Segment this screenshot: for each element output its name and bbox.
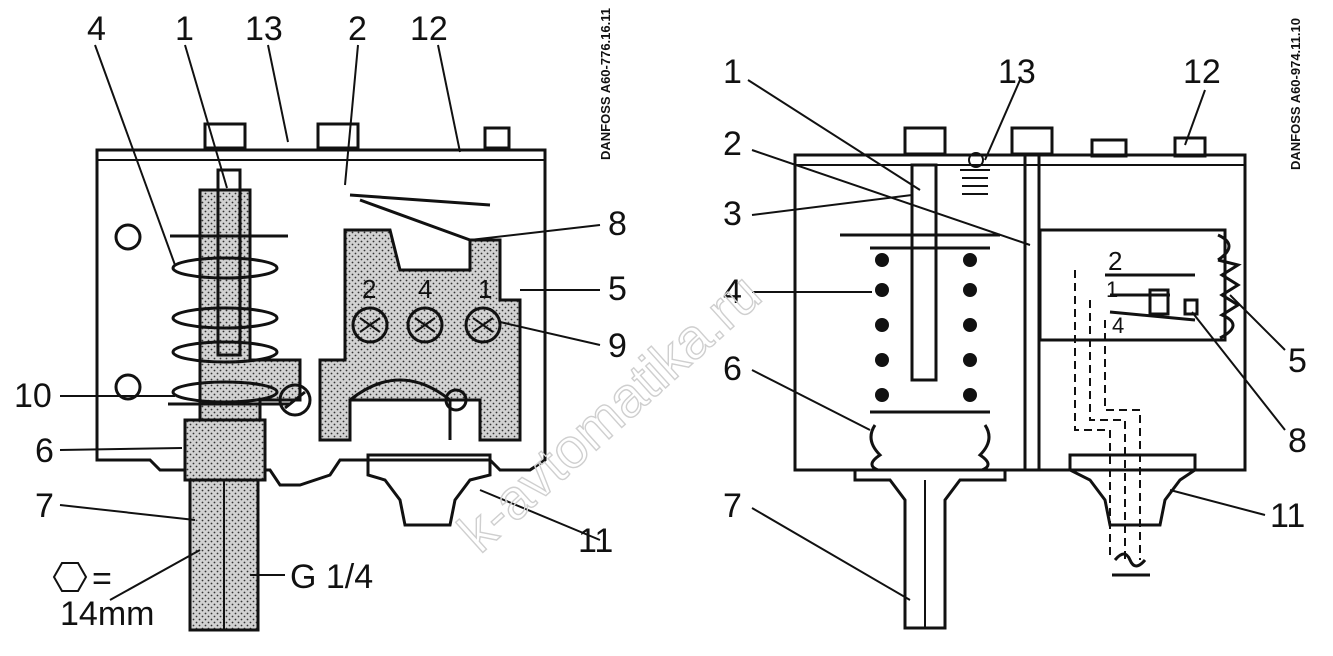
hex-nut-icon xyxy=(52,562,88,592)
right-pressure-connection xyxy=(853,468,1007,630)
right-label-4: 4 xyxy=(723,273,742,311)
left-label-7: 7 xyxy=(35,487,54,525)
left-terminal-label-1: 1 xyxy=(478,274,492,304)
right-bellows xyxy=(869,424,991,472)
right-label-11: 11 xyxy=(1270,497,1305,535)
right-internal-wiring xyxy=(1074,270,1141,560)
left-label-13: 13 xyxy=(245,10,283,48)
right-contact-label-2: 2 xyxy=(1108,246,1122,276)
left-terminal-block xyxy=(318,228,522,442)
right-label-5: 5 xyxy=(1288,342,1307,380)
right-spring-coils xyxy=(875,253,977,402)
right-cable-entry xyxy=(1068,453,1197,527)
left-bellows xyxy=(183,418,267,482)
right-spindle xyxy=(910,163,938,382)
left-terminal-label-4: 4 xyxy=(418,274,432,304)
right-label-12: 12 xyxy=(1183,53,1221,91)
left-label-6: 6 xyxy=(35,432,54,470)
left-cable-entry xyxy=(366,453,492,527)
right-label-8: 8 xyxy=(1288,422,1307,460)
right-label-2: 2 xyxy=(723,125,742,163)
right-main-rod xyxy=(1023,153,1041,472)
left-thread: G 1/4 xyxy=(290,558,373,596)
left-terminal-label-2: 2 xyxy=(362,274,376,304)
right-label-7: 7 xyxy=(723,487,742,525)
left-label-12: 12 xyxy=(410,10,448,48)
left-mount-hole-top xyxy=(114,223,142,251)
left-adjust-screw xyxy=(278,383,312,417)
left-label-8: 8 xyxy=(608,205,627,243)
right-label-3: 3 xyxy=(723,195,742,233)
right-contact-label-1: 1 xyxy=(1106,277,1118,302)
left-main-spring xyxy=(168,234,290,406)
left-pressure-switch: 4 1 13 2 12 8 5 9 10 6 7 11 2 4 1 = 14mm… xyxy=(14,8,627,633)
left-mount-hole-bottom xyxy=(114,373,142,401)
left-label-9: 9 xyxy=(608,327,627,365)
left-label-11: 11 xyxy=(578,522,613,560)
left-inner-body xyxy=(198,188,302,422)
right-label-6: 6 xyxy=(723,350,742,388)
left-label-2: 2 xyxy=(348,10,367,48)
left-label-5: 5 xyxy=(608,270,627,308)
left-terminal-screw-2 xyxy=(351,306,389,344)
left-terminal-screw-1 xyxy=(464,306,502,344)
right-leader-lines xyxy=(747,79,1286,601)
right-contact-label-4: 4 xyxy=(1112,313,1124,338)
right-housing xyxy=(793,153,1247,472)
svg-text:=: = xyxy=(92,560,112,598)
left-housing xyxy=(95,148,547,487)
right-range-spring xyxy=(1217,233,1242,340)
left-reference: DANFOSS A60-776.16.11 xyxy=(598,8,613,160)
left-hex-annotation: = 14mm G 1/4 xyxy=(52,558,373,633)
right-label-1: 1 xyxy=(723,53,742,91)
left-label-10: 10 xyxy=(14,377,52,415)
right-pressure-switch: 1 13 12 2 3 4 6 7 5 8 11 2 1 4 DANFOSS A… xyxy=(723,18,1307,630)
right-label-13: 13 xyxy=(998,53,1036,91)
left-labels: 4 1 13 2 12 8 5 9 10 6 7 11 2 4 1 xyxy=(14,10,627,560)
right-reference: DANFOSS A60-974.11.10 xyxy=(1288,18,1303,170)
left-hex-size: 14mm xyxy=(60,595,154,633)
left-label-1: 1 xyxy=(175,10,194,48)
left-terminal-screw-4 xyxy=(406,306,444,344)
right-labels: 1 13 12 2 3 4 6 7 5 8 11 2 1 4 xyxy=(723,53,1307,535)
left-spindle xyxy=(216,168,242,357)
left-label-4: 4 xyxy=(87,10,106,48)
left-leader-lines xyxy=(59,44,601,601)
